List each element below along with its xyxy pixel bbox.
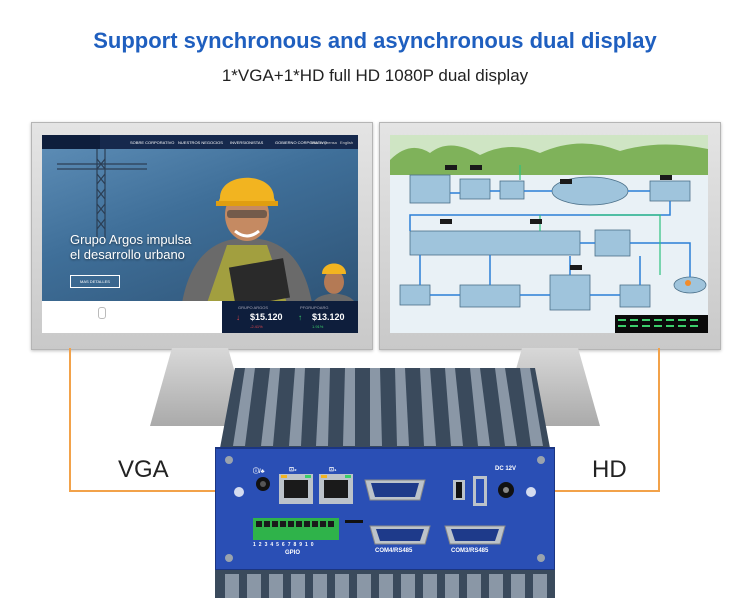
gpio-pin-7: 7 xyxy=(287,542,294,548)
stock-2-value: $13.120 xyxy=(312,312,345,322)
subline: 1*VGA+1*HD full HD 1080P dual display xyxy=(221,66,529,85)
gpio-pin-9: 9 xyxy=(299,542,306,548)
gpio-pin-10: 10 xyxy=(305,542,317,548)
lan1-label: ⊡₁ xyxy=(329,467,337,473)
com3-label: COM3/RS485 xyxy=(451,548,489,554)
page-footer-area xyxy=(42,301,222,333)
nav-item-2[interactable]: NUESTROS NEGOCIOS xyxy=(178,140,223,145)
arrow-down-icon: ↓ xyxy=(236,313,240,322)
gpio-pin-numbers: 12345678910 xyxy=(253,542,317,548)
hero-headline-line-1: Grupo Argos impulsa xyxy=(70,232,192,247)
gpio-pin-1: 1 xyxy=(253,542,259,548)
hd-callout: HD xyxy=(592,456,627,483)
scroll-mouse-icon xyxy=(98,307,106,319)
left-monitor: SOBRE CORPORATIVO NUESTROS NEGOCIOS INVE… xyxy=(31,122,373,350)
com4-label: COM4/RS485 xyxy=(375,548,413,554)
site-logo-area xyxy=(42,135,100,149)
lan2-label: ⊡₂ xyxy=(289,467,297,473)
audio-label: ⓘ/♣ xyxy=(253,469,265,475)
nav-right-1[interactable]: Sala de prensa xyxy=(310,140,337,145)
gpio-pin-8: 8 xyxy=(293,542,300,548)
second-worker-illustration xyxy=(312,263,356,305)
hd-connector-line xyxy=(658,348,660,492)
hd-connector-line-h xyxy=(460,490,660,492)
scada-diagram xyxy=(390,135,708,333)
gpio-pin-2: 2 xyxy=(258,542,265,548)
stock-2-name: PFGRUPOARG xyxy=(300,305,329,310)
site-nav-bar: SOBRE CORPORATIVO NUESTROS NEGOCIOS INVE… xyxy=(100,135,358,149)
mini-pc-body xyxy=(215,368,555,598)
worker-illustration xyxy=(182,177,312,303)
headline: Support synchronous and asynchronous dua… xyxy=(93,28,657,53)
nav-item-4[interactable]: GOBIERNO CORPORATIVO xyxy=(275,140,327,145)
vga-connector-line xyxy=(69,348,71,492)
nav-item-3[interactable]: INVERSIONISTAS xyxy=(230,140,264,145)
stock-panel: GRUPO ARGOS ↓ $15.120 -2.41% PFGRUPOARG … xyxy=(222,301,358,333)
nav-right-2[interactable]: English xyxy=(340,140,354,145)
mini-pc: ⓘ/♣ ⊡₂ ⊡₁ DC 12V 12345678910 GPIO COM4/R… xyxy=(215,368,555,598)
right-monitor xyxy=(379,122,721,350)
hero-button[interactable]: MAS DETALLES xyxy=(70,275,120,288)
gpio-pin-5: 5 xyxy=(276,542,282,548)
vga-callout: VGA xyxy=(118,456,169,483)
right-monitor-screen xyxy=(390,135,708,333)
gpio-pin-6: 6 xyxy=(281,542,288,548)
nav-item-1[interactable]: SOBRE CORPORATIVO xyxy=(130,140,175,145)
left-monitor-screen: SOBRE CORPORATIVO NUESTROS NEGOCIOS INVE… xyxy=(42,135,358,333)
gpio-label: GPIO xyxy=(285,550,301,556)
stock-2-change: 1.91% xyxy=(312,324,324,329)
gpio-pin-3: 3 xyxy=(264,542,271,548)
stock-1-change: -2.41% xyxy=(250,324,263,329)
dc-label: DC 12V xyxy=(495,466,517,472)
arrow-up-icon: ↑ xyxy=(298,313,302,322)
crane-illustration xyxy=(57,149,147,239)
hero-headline-line-2: el desarrollo urbano xyxy=(70,247,185,262)
stock-1-name: GRUPO ARGOS xyxy=(238,305,269,310)
gpio-pin-4: 4 xyxy=(270,542,277,548)
stock-1-value: $15.120 xyxy=(250,312,283,322)
